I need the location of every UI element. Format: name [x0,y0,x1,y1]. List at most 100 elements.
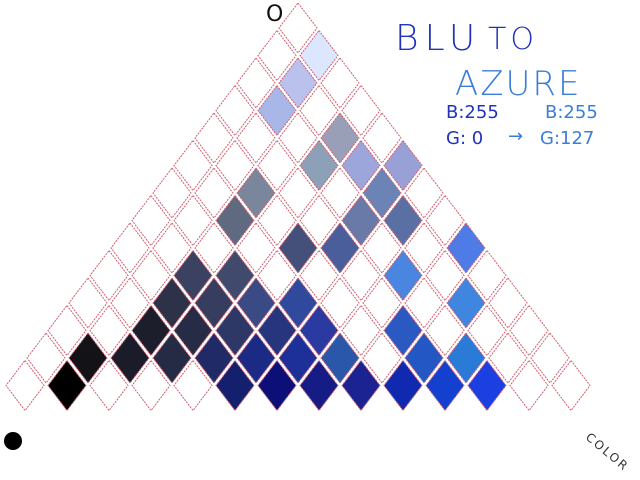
empty-swatch [194,222,234,274]
empty-swatch [47,304,87,357]
color-swatch [215,194,255,247]
empty-swatch [131,359,171,412]
empty-swatch [257,249,297,302]
empty-swatch [341,84,381,137]
color-swatch [320,332,360,384]
empty-swatch [110,222,150,274]
empty-swatch [236,112,276,164]
color-swatch [194,277,234,329]
empty-swatch [173,194,213,247]
empty-swatch [320,277,360,329]
empty-swatch [467,304,507,357]
end-blue-value: B:255 [545,102,598,123]
empty-swatch [362,222,402,274]
empty-swatch [278,167,318,219]
color-swatch [320,222,360,274]
empty-swatch [131,194,171,247]
empty-swatch [5,359,45,412]
empty-swatch [257,29,297,82]
empty-swatch [530,332,570,384]
title-blu: BLU [395,18,482,59]
color-swatch [467,359,507,412]
empty-swatch [257,139,297,192]
color-swatch [236,277,276,329]
color-swatch [383,359,423,412]
empty-swatch [236,57,276,109]
empty-swatch [362,277,402,329]
empty-swatch [215,84,255,137]
empty-swatch [425,249,465,302]
black-corner-dot [4,432,22,450]
color-swatch [110,332,150,384]
color-swatch [278,57,318,109]
color-swatch [68,332,108,384]
empty-swatch [173,139,213,192]
color-swatch [215,359,255,412]
color-swatch [257,304,297,357]
color-swatch [257,359,297,412]
empty-swatch [26,332,66,384]
color-swatch [236,167,276,219]
color-swatch [257,84,297,137]
empty-swatch [299,249,339,302]
empty-swatch [257,194,297,247]
title-to: TO [488,22,538,57]
empty-swatch [194,167,234,219]
white-corner-label: O [266,2,284,27]
empty-swatch [152,222,192,274]
color-swatch [341,359,381,412]
color-swatch [383,194,423,247]
color-swatch [215,304,255,357]
color-swatch [299,304,339,357]
color-swatch [383,139,423,192]
color-swatch [446,277,486,329]
empty-swatch [299,84,339,137]
color-swatch [446,332,486,384]
color-swatch [215,249,255,302]
color-swatch [320,112,360,164]
empty-swatch [194,112,234,164]
color-swatch [152,332,192,384]
empty-swatch [320,57,360,109]
arrow-icon: → [508,126,524,147]
empty-swatch [173,359,213,412]
empty-swatch [362,112,402,164]
empty-swatch [278,112,318,164]
empty-swatch [299,194,339,247]
color-swatch [341,194,381,247]
empty-swatch [362,332,402,384]
empty-swatch [509,304,549,357]
start-blue-value: B:255 [446,102,499,123]
empty-swatch [425,304,465,357]
color-swatch [299,29,339,82]
color-swatch [341,139,381,192]
empty-swatch [509,359,549,412]
empty-swatch [215,139,255,192]
color-swatch [299,139,339,192]
empty-swatch [404,277,444,329]
color-swatch [446,222,486,274]
empty-swatch [341,249,381,302]
empty-swatch [89,249,129,302]
color-swatch [131,304,171,357]
color-swatch [173,249,213,302]
color-swatch [383,304,423,357]
color-swatch [278,277,318,329]
color-swatch [362,167,402,219]
empty-swatch [404,222,444,274]
color-swatch [425,359,465,412]
empty-swatch [551,359,591,412]
color-swatch [404,332,444,384]
empty-swatch [488,277,528,329]
empty-swatch [152,167,192,219]
color-swatch [236,332,276,384]
end-green-value: G:127 [540,128,595,149]
empty-swatch [236,222,276,274]
color-swatch [173,304,213,357]
color-swatch [383,249,423,302]
empty-swatch [404,167,444,219]
empty-swatch [320,167,360,219]
empty-swatch [278,2,318,54]
title-azure: AZURE [455,64,582,104]
